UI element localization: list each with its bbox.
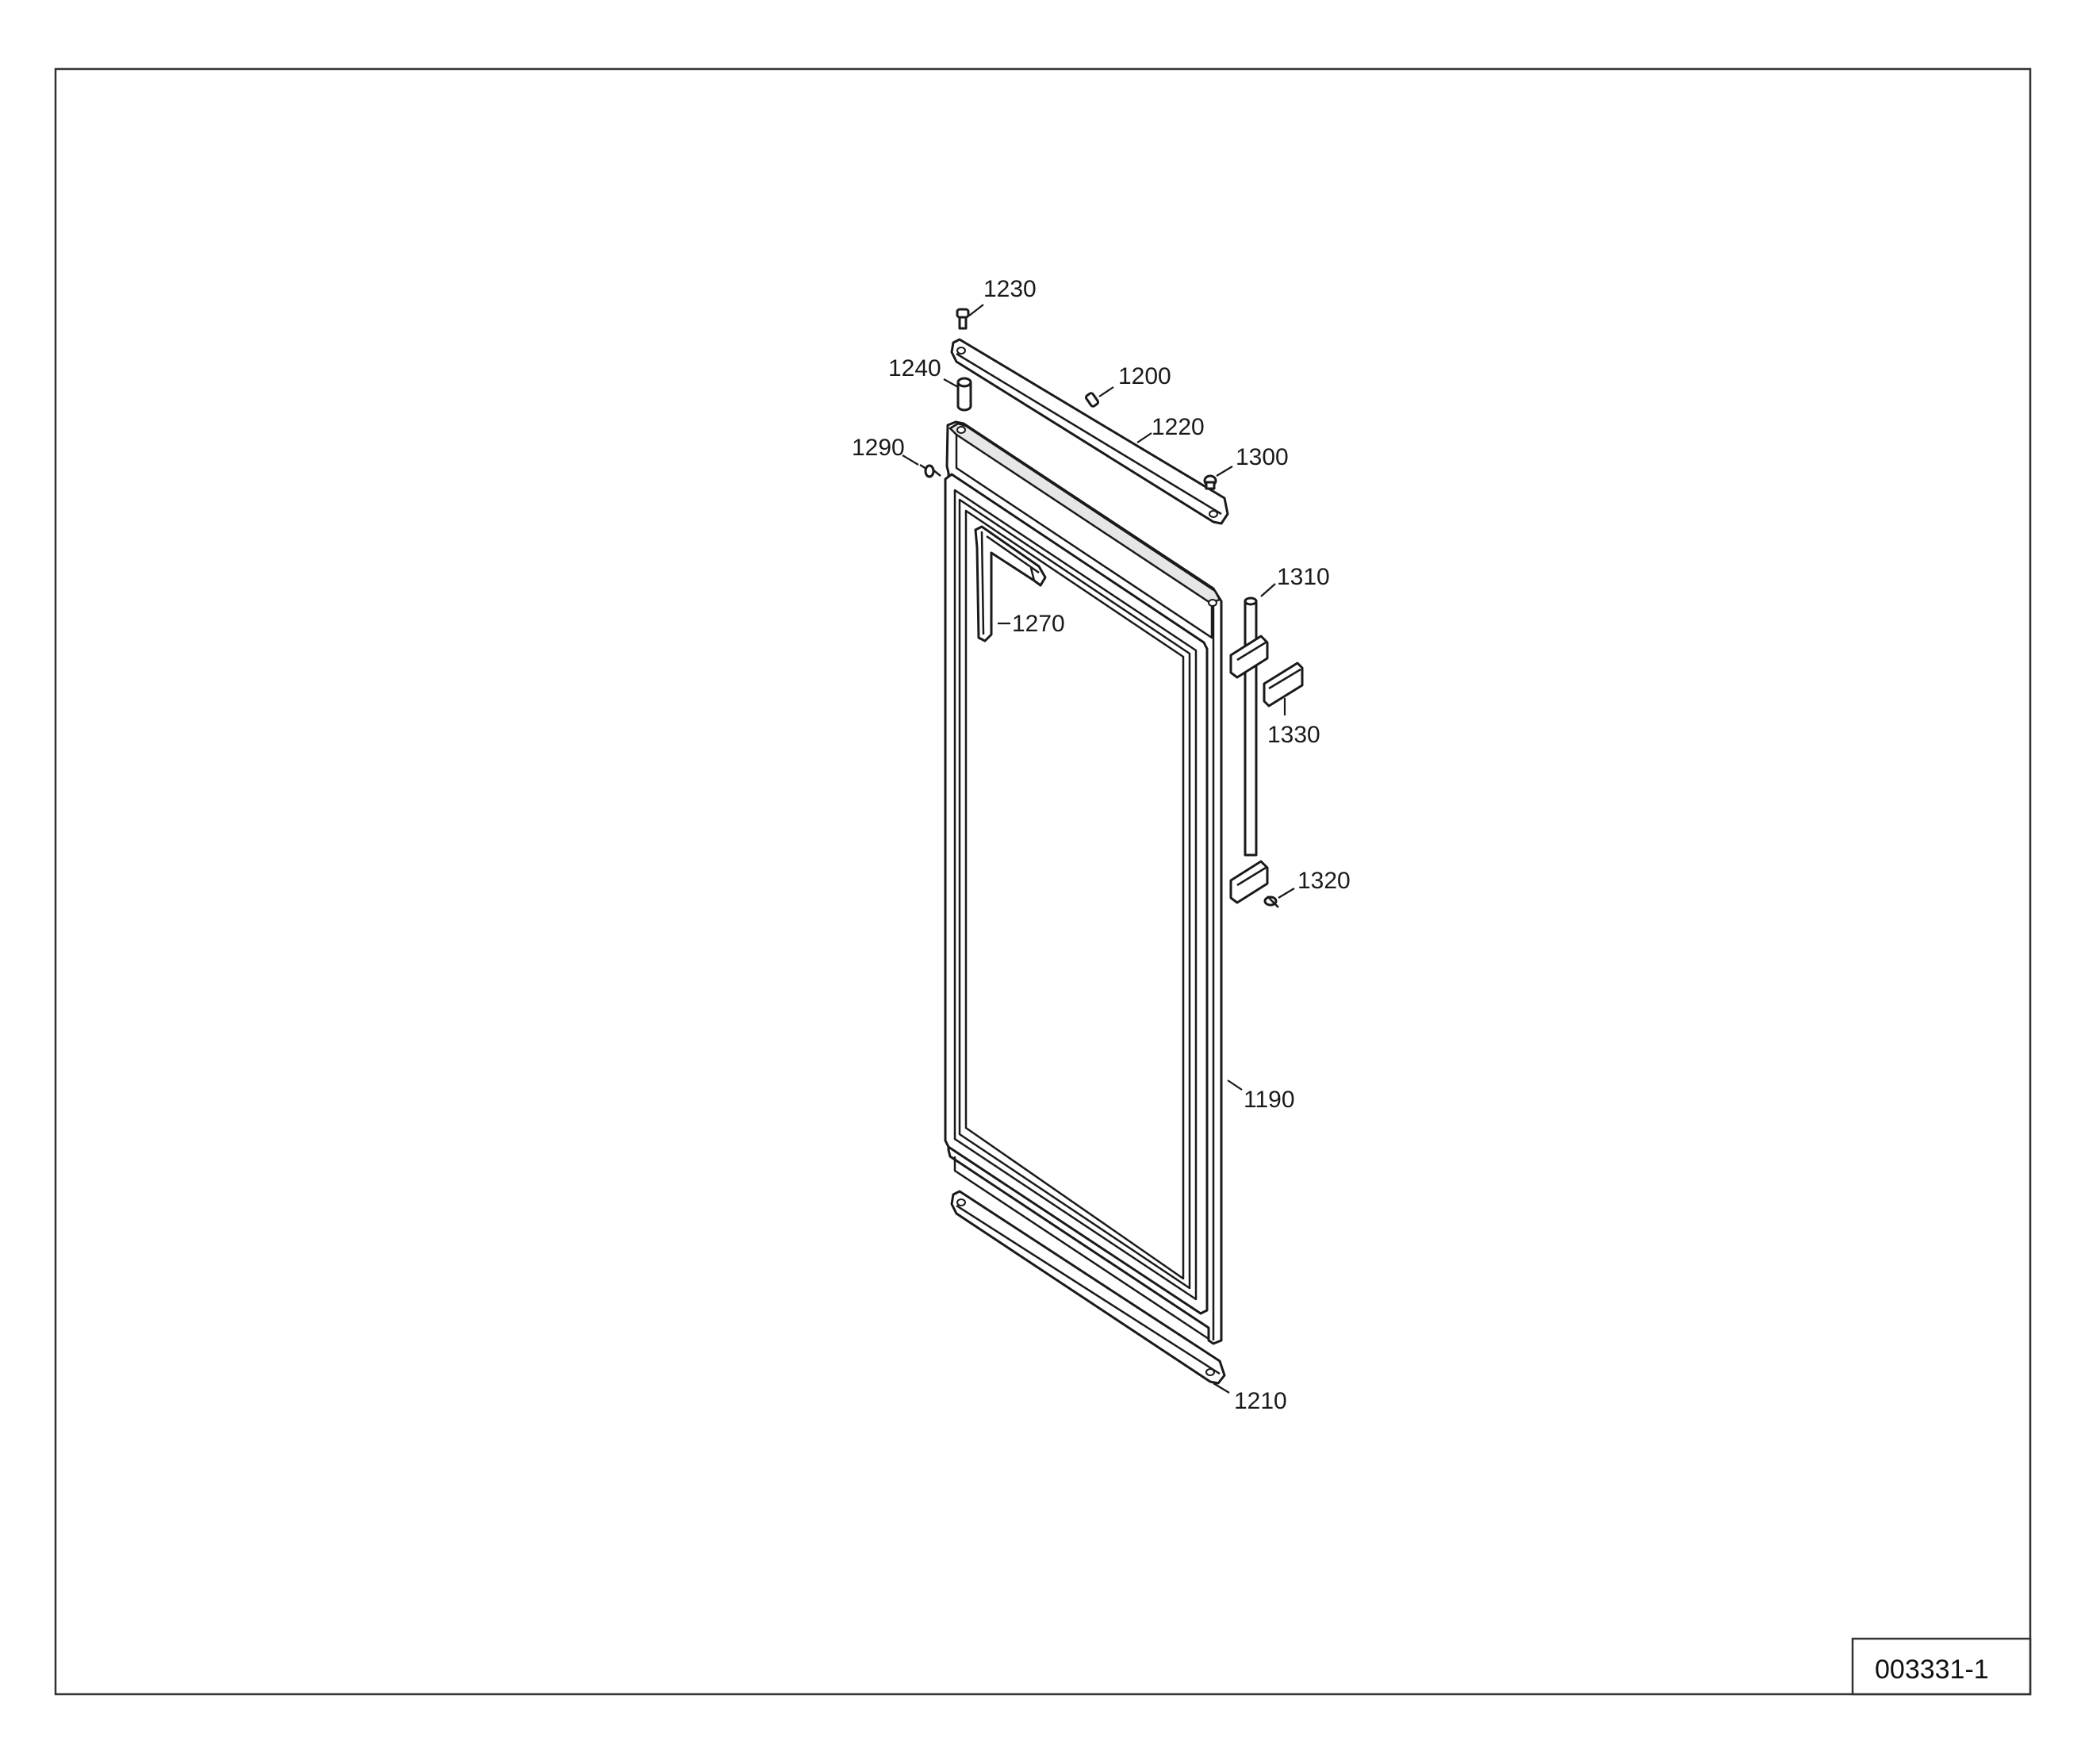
- cap-hole-left: [956, 426, 966, 434]
- callout-1320: 1320: [1297, 868, 1351, 894]
- screw-1290: [919, 463, 941, 478]
- bottom-strip: [950, 1190, 1226, 1385]
- callout-1330: 1330: [1267, 722, 1320, 748]
- reference-number: 003331-1: [1875, 1655, 1989, 1685]
- screw-1320: [1263, 895, 1279, 908]
- leader-1230: [968, 304, 984, 316]
- leader-1300: [1216, 466, 1233, 477]
- callout-1300: 1300: [1236, 444, 1289, 470]
- inner-bracket: [974, 525, 1047, 642]
- cap-nut-1300: [1203, 474, 1217, 490]
- screw-1230: [956, 308, 970, 330]
- spring-pin-1200: [1084, 392, 1100, 408]
- callout-1310: 1310: [1277, 564, 1330, 590]
- callout-1230: 1230: [983, 276, 1037, 302]
- callout-1270: 1270: [1012, 611, 1065, 637]
- reference-box: 003331-1: [1851, 1637, 2032, 1696]
- leader-1220: [1136, 432, 1152, 443]
- callout-1240: 1240: [888, 355, 941, 382]
- label-plate-1330: [1263, 662, 1304, 708]
- leader-1200: [1098, 386, 1114, 397]
- outer-handle: [1229, 596, 1269, 904]
- callout-1200: 1200: [1118, 363, 1171, 389]
- callout-1210: 1210: [1234, 1388, 1287, 1414]
- leader-1320: [1278, 888, 1295, 899]
- leader-1310: [1260, 583, 1276, 597]
- leader-1190: [1227, 1079, 1243, 1091]
- cap-hole-right: [1208, 599, 1217, 607]
- leader-1290: [902, 454, 919, 466]
- top-strip: [950, 338, 1229, 525]
- drawing-frame: [54, 67, 2032, 1696]
- door-panel: [944, 420, 1223, 1345]
- callout-1290: 1290: [852, 435, 905, 461]
- leader-1210: [1213, 1382, 1230, 1394]
- leader-1240: [943, 378, 959, 388]
- callout-1190: 1190: [1244, 1087, 1295, 1113]
- callout-1220: 1220: [1152, 414, 1205, 440]
- hinge-sleeve-1240: [956, 377, 972, 412]
